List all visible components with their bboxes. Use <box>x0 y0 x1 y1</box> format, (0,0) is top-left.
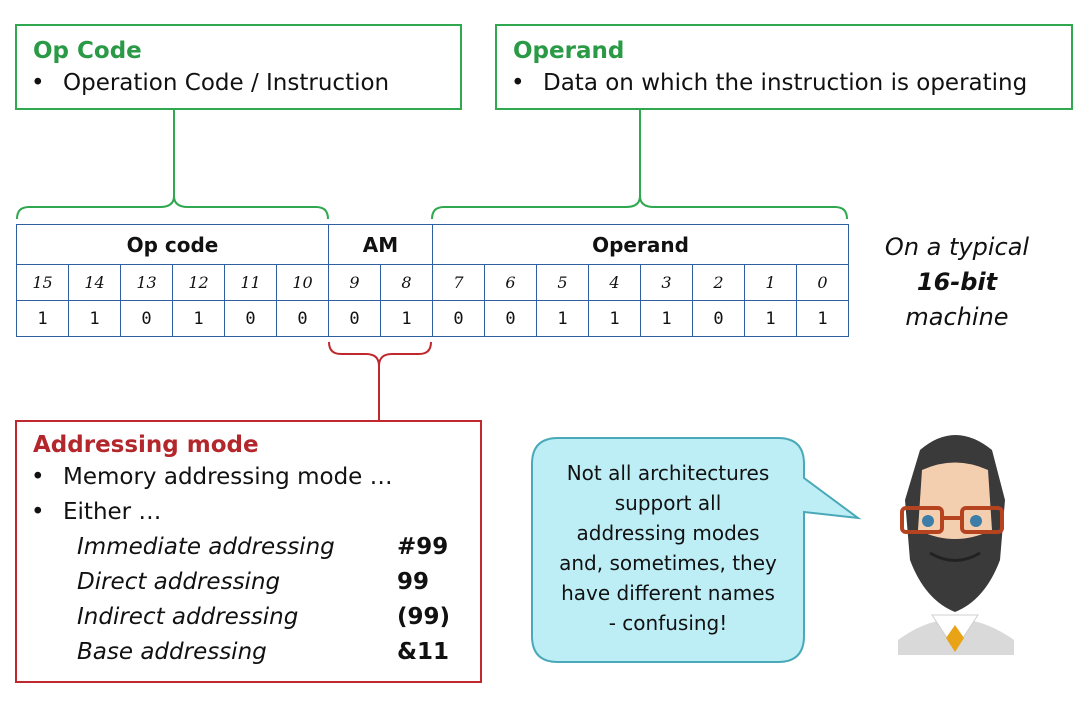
bit-number: 5 <box>536 264 589 301</box>
bullet-icon: • <box>31 70 45 96</box>
bit-number: 0 <box>796 264 849 301</box>
bit-value: 0 <box>484 300 537 337</box>
bit-number: 9 <box>328 264 381 301</box>
opcode-brace <box>16 195 329 220</box>
bit-number: 15 <box>16 264 69 301</box>
addressing-bullet-text: Memory addressing mode … <box>63 464 393 490</box>
addressing-mode-row: Indirect addressing (99) <box>17 600 480 635</box>
machine-note-line2: 16-bit <box>916 268 998 296</box>
bit-value: 1 <box>744 300 797 337</box>
operand-callout-bullet: • Data on which the instruction is opera… <box>497 66 1071 101</box>
opcode-callout: Op Code • Operation Code / Instruction <box>15 24 462 110</box>
speech-bubble-line: support all <box>614 491 722 515</box>
addressing-mode-example: 99 <box>397 569 430 595</box>
bit-number: 3 <box>640 264 693 301</box>
addressing-mode-row: Base addressing &11 <box>17 635 480 670</box>
speech-bubble-line: have different names <box>561 581 775 605</box>
addressing-mode-row: Direct addressing 99 <box>17 565 480 600</box>
bearded-man-with-glasses-icon <box>898 435 1014 655</box>
bullet-icon: • <box>511 70 525 96</box>
bit-value: 0 <box>120 300 173 337</box>
bit-number: 13 <box>120 264 173 301</box>
bit-number: 6 <box>484 264 537 301</box>
operand-callout-text: Data on which the instruction is operati… <box>543 70 1028 96</box>
speech-bubble-line: and, sometimes, they <box>559 551 777 575</box>
addressing-mode-example: #99 <box>397 534 449 560</box>
bit-number: 4 <box>588 264 641 301</box>
bit-value: 1 <box>172 300 225 337</box>
bit-number: 12 <box>172 264 225 301</box>
bit-number-row: 15 14 13 12 11 10 9 8 7 6 5 4 3 2 1 0 <box>16 264 849 301</box>
speech-bubble-line: - confusing! <box>608 611 728 635</box>
bit-number: 7 <box>432 264 485 301</box>
addressing-mode-name: Immediate addressing <box>77 534 335 560</box>
addressing-mode-callout: Addressing mode • Memory addressing mode… <box>15 420 482 683</box>
bit-value: 1 <box>536 300 589 337</box>
addressing-mode-name: Direct addressing <box>77 569 281 595</box>
speech-bubble-line: addressing modes <box>576 521 760 545</box>
opcode-callout-text: Operation Code / Instruction <box>63 70 390 96</box>
addressing-bullet: • Either … <box>17 495 480 530</box>
addressing-mode-example: &11 <box>397 639 450 665</box>
bit-value: 1 <box>16 300 69 337</box>
bit-number: 14 <box>68 264 121 301</box>
bit-value: 0 <box>692 300 745 337</box>
field-header-row: Op code AM Operand <box>16 224 849 265</box>
opcode-callout-bullet: • Operation Code / Instruction <box>17 66 460 101</box>
bit-value: 0 <box>432 300 485 337</box>
bullet-icon: • <box>31 464 45 490</box>
addressing-mode-name: Base addressing <box>77 639 267 665</box>
speech-bubble: Not all architectures support all addres… <box>548 458 788 638</box>
machine-note-line3: machine <box>905 303 1009 331</box>
bit-value: 1 <box>588 300 641 337</box>
addressing-mode-name: Indirect addressing <box>77 604 299 630</box>
bit-number: 8 <box>380 264 433 301</box>
bullet-icon: • <box>31 499 45 525</box>
bit-value: 1 <box>380 300 433 337</box>
am-brace <box>328 341 432 367</box>
bit-value: 0 <box>328 300 381 337</box>
addressing-mode-example: (99) <box>397 604 451 630</box>
addressing-mode-row: Immediate addressing #99 <box>17 530 480 565</box>
bit-number: 11 <box>224 264 277 301</box>
bit-value: 0 <box>224 300 277 337</box>
operand-field-header: Operand <box>432 224 849 265</box>
bit-number: 2 <box>692 264 745 301</box>
operand-callout-title: Operand <box>513 38 625 64</box>
addressing-bullet: • Memory addressing mode … <box>17 460 480 495</box>
addressing-bullet-text: Either … <box>63 499 162 525</box>
bit-value: 1 <box>796 300 849 337</box>
opcode-callout-title: Op Code <box>33 38 142 64</box>
bit-number: 1 <box>744 264 797 301</box>
operand-callout: Operand • Data on which the instruction … <box>495 24 1073 110</box>
bit-value-row: 1 1 0 1 0 0 0 1 0 0 1 1 1 0 1 1 <box>16 300 849 337</box>
machine-note-line1: On a typical <box>884 233 1030 261</box>
opcode-field-header: Op code <box>16 224 329 265</box>
addressing-mode-title: Addressing mode <box>33 432 259 458</box>
instruction-register-table: Op code AM Operand 15 14 13 12 11 10 9 8… <box>16 224 849 337</box>
bit-number: 10 <box>276 264 329 301</box>
machine-note: On a typical 16-bit machine <box>872 230 1042 335</box>
speech-bubble-line: Not all architectures <box>566 461 770 485</box>
speech-bubble-shape <box>531 437 862 663</box>
operand-brace <box>431 195 848 220</box>
bit-value: 1 <box>640 300 693 337</box>
am-field-header: AM <box>328 224 433 265</box>
bit-value: 1 <box>68 300 121 337</box>
bit-value: 0 <box>276 300 329 337</box>
